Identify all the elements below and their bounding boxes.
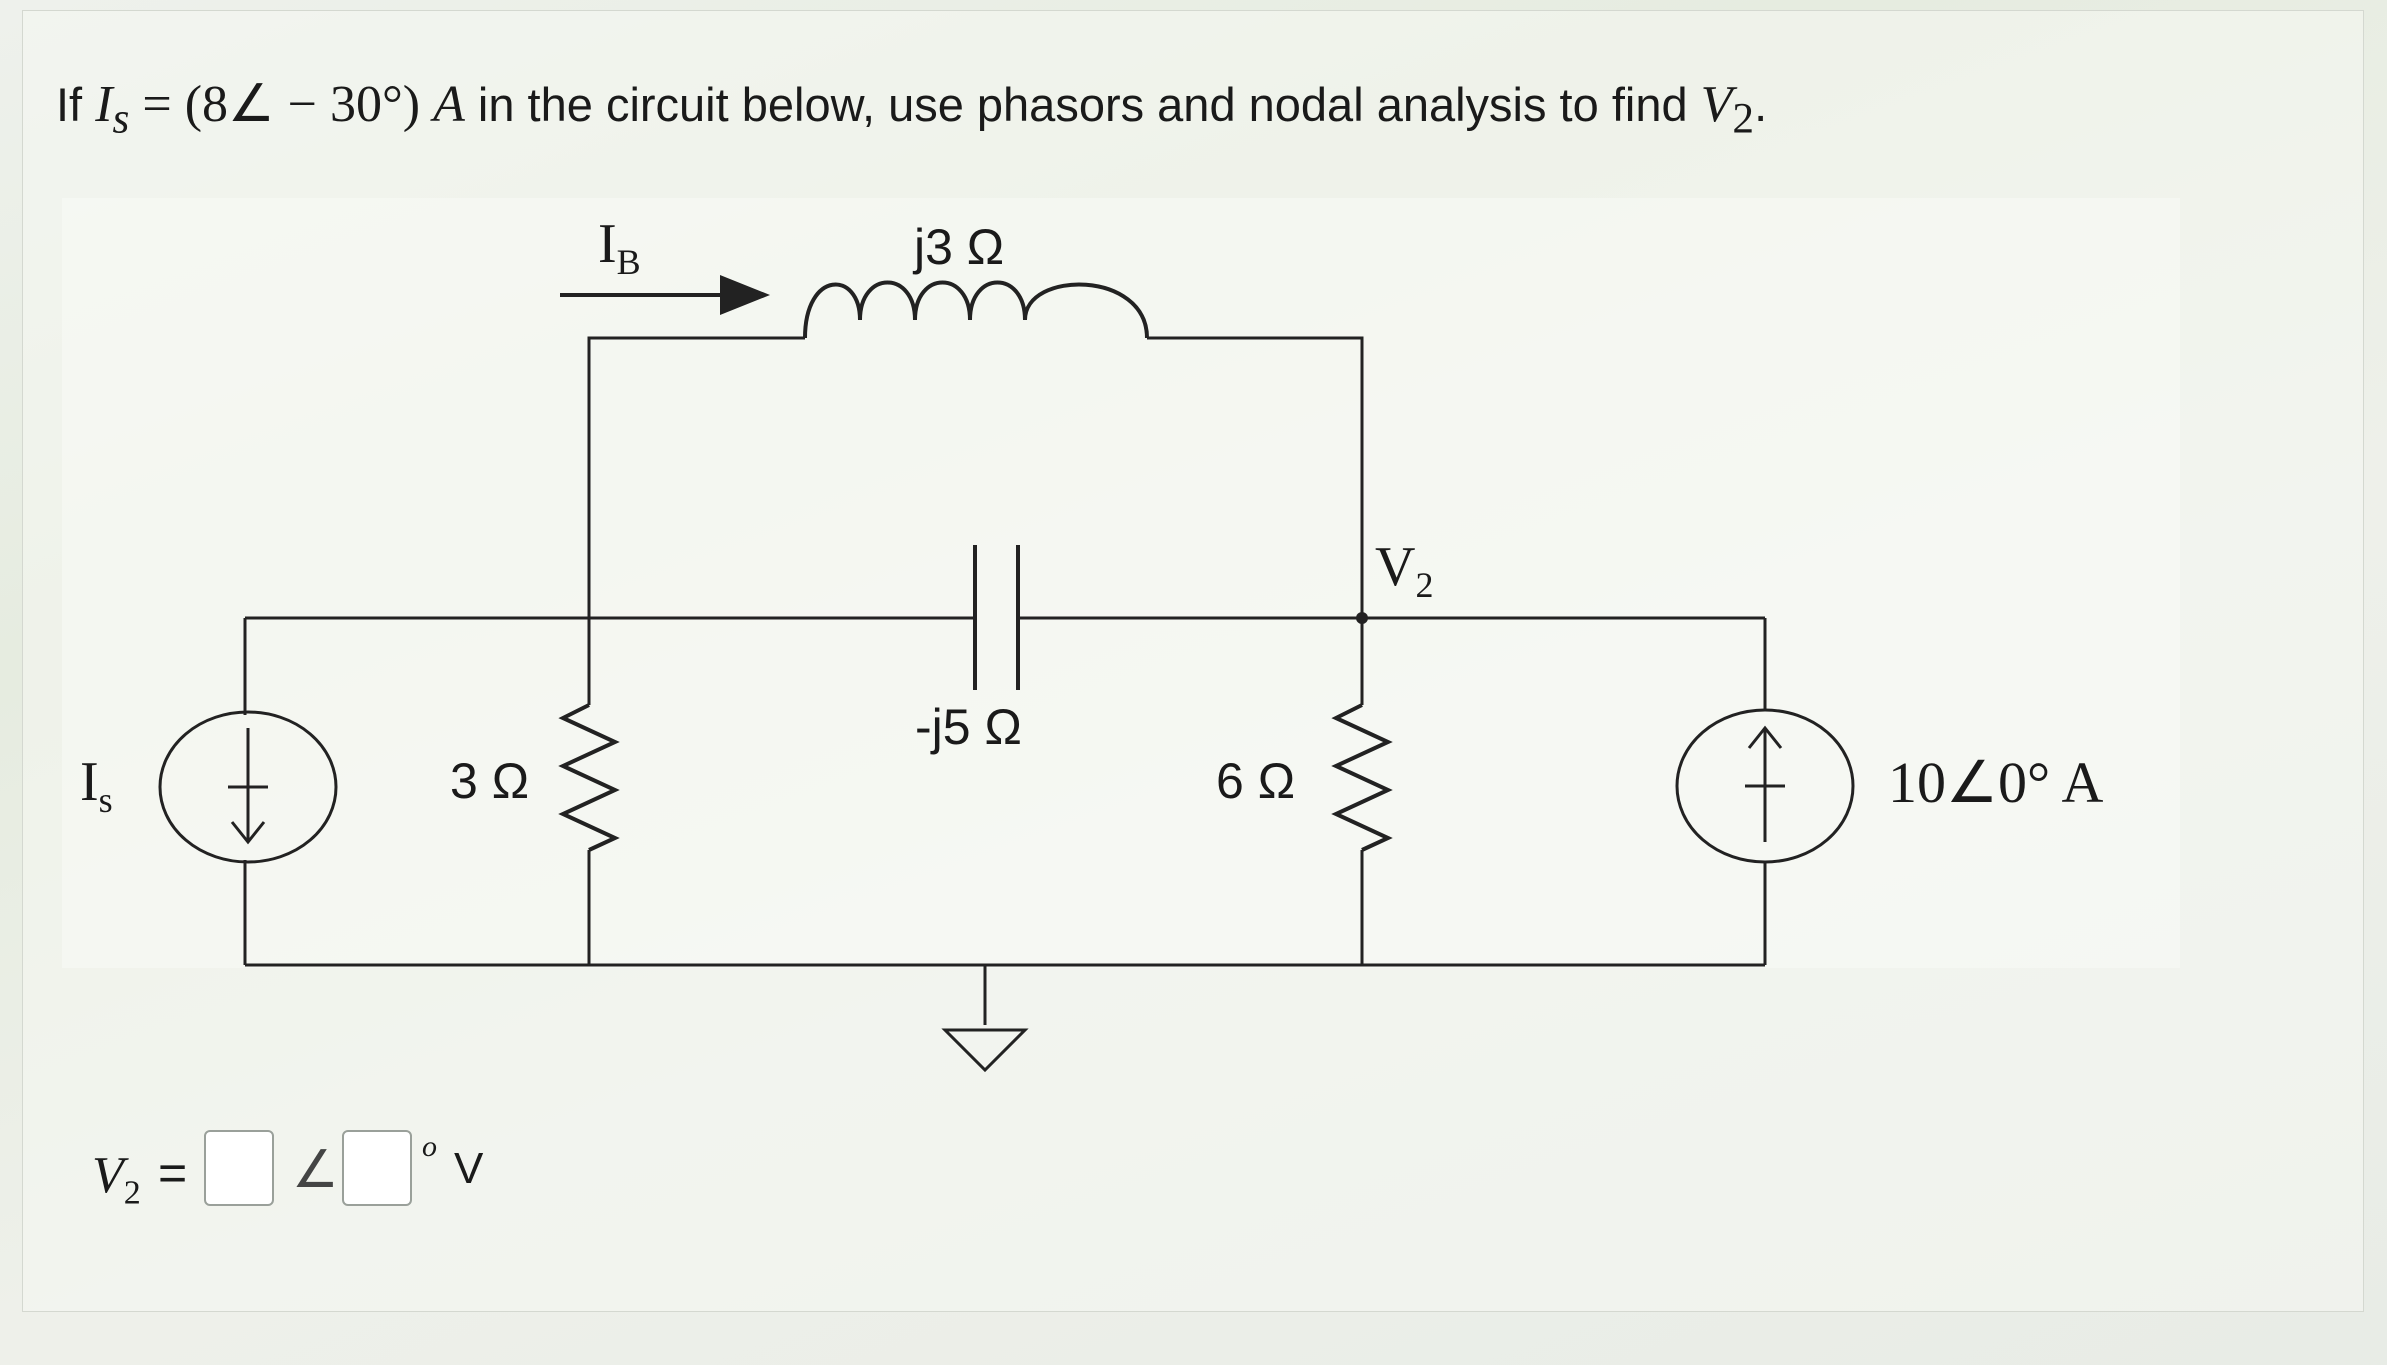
given-variable-subscript: s	[112, 94, 130, 143]
source-right-arrow	[1745, 725, 1785, 842]
magnitude-input[interactable]	[204, 1130, 274, 1206]
question-text: If Is = (8∠ − 30°) A in the circuit belo…	[56, 74, 1767, 143]
wire-top-right	[1147, 336, 1364, 618]
current-label-ib: IB	[598, 213, 641, 283]
source-right-label: 10∠0° A	[1888, 750, 2104, 815]
inductor-symbol	[803, 280, 1149, 339]
answer-unit: V	[454, 1144, 484, 1193]
target-variable-subscript: 2	[1732, 94, 1755, 143]
question-suffix: .	[1754, 78, 1768, 131]
ground-symbol	[941, 1028, 1029, 1073]
angle-symbol: ∠	[292, 1141, 339, 1199]
node-label-v2: V2	[1375, 536, 1434, 606]
wire-top-left	[587, 336, 805, 618]
question-body: in the circuit below, use phasors and no…	[464, 78, 1701, 131]
resistor-6ohm-label: 6 Ω	[1216, 753, 1296, 809]
degree-mark: o	[422, 1130, 437, 1163]
current-source-right	[1675, 708, 1855, 864]
resistor-3ohm-label: 3 Ω	[450, 753, 530, 809]
given-variable: I	[95, 76, 113, 133]
angle-input[interactable]	[342, 1130, 412, 1206]
inductor-label: j3 Ω	[914, 219, 1005, 275]
given-expression: = (8∠ − 30°)	[129, 76, 434, 133]
target-variable: V	[1700, 76, 1733, 133]
node-v2-dot	[1356, 612, 1368, 624]
source-left-label: Is	[80, 751, 113, 821]
question-prefix: If	[56, 78, 83, 131]
current-source-left	[158, 710, 338, 864]
answer-variable: V2	[92, 1147, 141, 1212]
given-unit: A	[433, 76, 465, 133]
resistor-6ohm-symbol	[1331, 703, 1393, 852]
current-arrow-head	[720, 275, 770, 315]
answer-equals: =	[158, 1145, 188, 1201]
source-left-arrow	[228, 728, 268, 845]
resistor-3ohm-symbol	[558, 703, 620, 852]
capacitor-label: -j5 Ω	[915, 699, 1022, 755]
